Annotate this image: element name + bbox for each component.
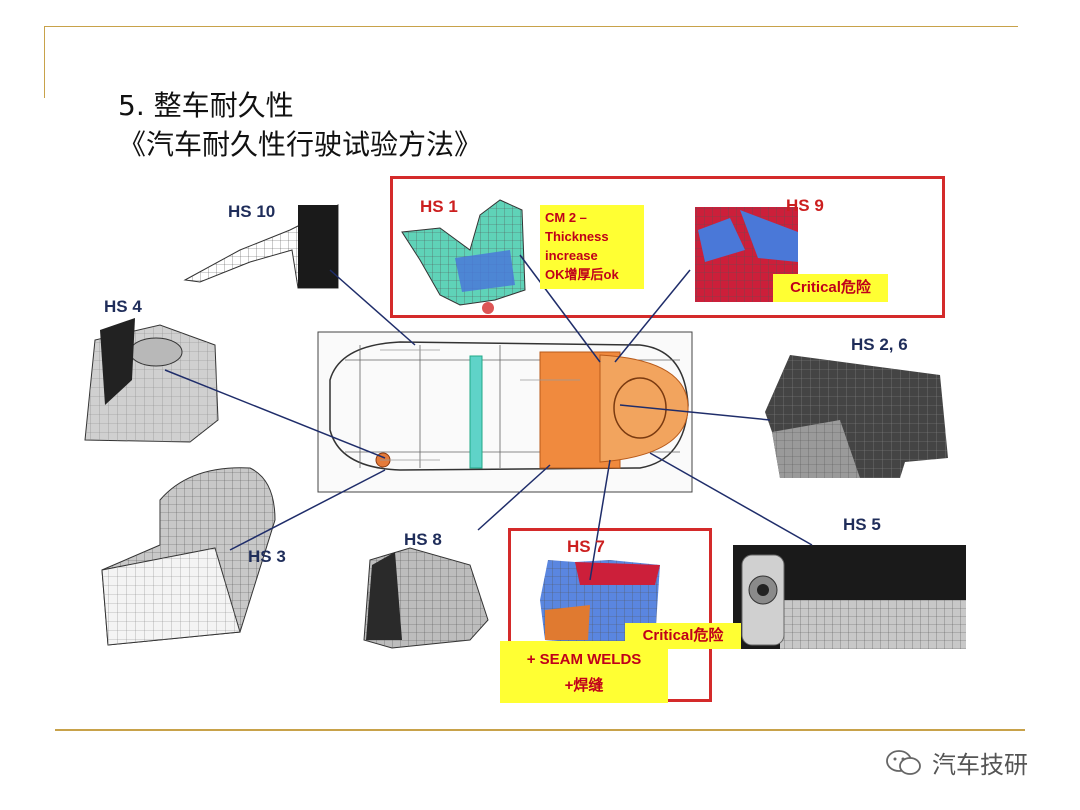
- part-hs26-mesh: [765, 355, 948, 478]
- car-body-diagram: [317, 331, 693, 493]
- part-hs1-mesh: [401, 199, 526, 314]
- note-cm2-line1: CM 2 –: [545, 210, 587, 225]
- part-hs10-mesh: [183, 204, 339, 289]
- frame-bottom-line: [55, 729, 1025, 731]
- frame-top-line: [44, 26, 1018, 27]
- slide-title: 5. 整车耐久性: [118, 89, 294, 122]
- part-hs3-mesh: [101, 467, 276, 646]
- critical-region-box-top: [390, 176, 945, 318]
- part-hs4-mesh: [84, 318, 219, 443]
- label-hs26: HS 2, 6: [851, 335, 908, 354]
- wechat-icon: [886, 749, 921, 775]
- label-hs4: HS 4: [104, 297, 142, 316]
- note-cm2-line3: increase: [545, 248, 598, 263]
- leader-lines: [164, 254, 813, 581]
- label-hs5: HS 5: [843, 515, 881, 534]
- label-hs7: HS 7: [567, 537, 605, 556]
- watermark: 汽车技研: [884, 745, 1028, 780]
- frame-left-line: [44, 26, 45, 98]
- watermark-text: 汽车技研: [932, 751, 1028, 779]
- note-cm2-line4: OK增厚后ok: [545, 267, 619, 282]
- label-hs10: HS 10: [228, 202, 276, 221]
- note-critical-hs9: Critical危险: [773, 274, 888, 302]
- label-hs3: HS 3: [248, 547, 286, 566]
- note-seam-welds: + SEAM WELDS +焊缝: [500, 641, 668, 703]
- label-hs1: HS 1: [420, 197, 458, 216]
- note-cm2-line2: Thickness: [545, 229, 609, 244]
- label-hs8: HS 8: [404, 530, 442, 549]
- part-hs8-mesh: [363, 547, 489, 649]
- slide-subtitle: 《汽车耐久性行驶试验方法》: [118, 128, 483, 161]
- note-critical-hs7: Critical危险: [625, 623, 741, 649]
- label-hs9: HS 9: [786, 196, 824, 215]
- note-seam-welds-en: + SEAM WELDS: [526, 651, 642, 668]
- note-cm2-thickness: CM 2 – Thickness increase OK增厚后ok: [540, 205, 644, 289]
- note-seam-welds-cn: +焊缝: [564, 677, 604, 694]
- part-hs5-mesh: [733, 545, 966, 649]
